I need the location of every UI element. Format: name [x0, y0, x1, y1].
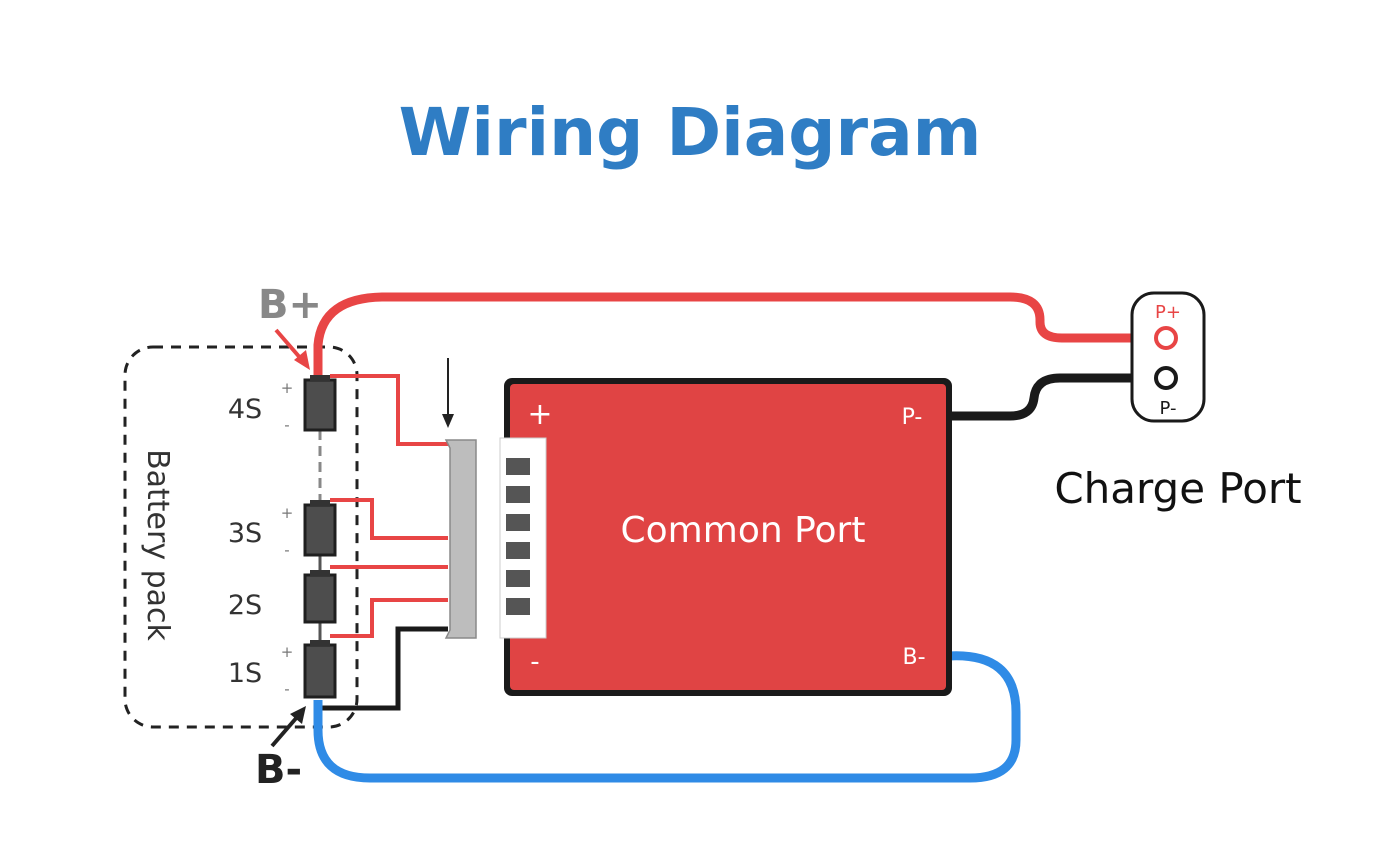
cell-plus-sign: +	[281, 379, 294, 397]
cell-minus-sign: -	[284, 416, 289, 434]
b-minus-return-wire	[313, 651, 1021, 783]
cell-label: 4S	[228, 394, 262, 425]
balance-wire-4s	[330, 374, 448, 446]
cell-minus-sign: -	[284, 680, 289, 698]
page-title: Wiring Diagram	[399, 94, 982, 171]
cell-plus-sign: +	[281, 643, 294, 661]
cell-label: 2S	[228, 590, 262, 621]
balance-connector	[442, 358, 477, 639]
cell-3s: 3S + -	[228, 500, 337, 559]
cell-4s: 4S + -	[228, 375, 337, 434]
cell-label: 1S	[228, 658, 262, 689]
p-minus-wire	[948, 373, 1166, 421]
balance-wire-1s	[330, 598, 448, 638]
cell-label: 3S	[228, 518, 262, 549]
board-plus-sign: +	[527, 397, 552, 432]
charge-port-positive	[1154, 326, 1178, 350]
b-minus-arrow	[270, 706, 306, 748]
cell-plus-sign: +	[281, 504, 294, 522]
board-label: Common Port	[621, 510, 866, 551]
charge-port-negative	[1154, 366, 1178, 390]
charge-port-label: Charge Port	[1054, 464, 1301, 513]
battery-pack-outline	[123, 345, 359, 729]
cell-1s: 1S + -	[228, 640, 337, 699]
b-plus-arrow	[274, 328, 310, 370]
cell-minus-sign: -	[284, 541, 289, 559]
board-minus-sign: -	[530, 647, 539, 677]
protection-board: Common Port + - P- B-	[499, 378, 952, 696]
board-p-minus-label: P-	[902, 405, 923, 430]
b-minus-label: B-	[255, 747, 302, 793]
balance-wire-ground	[320, 626, 448, 711]
balance-wire-3s	[330, 498, 448, 540]
charge-port: P+ P-	[1130, 291, 1206, 423]
positive-main-wire	[313, 292, 1166, 378]
cell-2s: 2S	[228, 570, 337, 624]
battery-pack-label: Battery pack	[140, 449, 175, 641]
b-plus-label: B+	[258, 282, 322, 328]
charge-port-p-plus-label: P+	[1155, 302, 1181, 323]
board-b-minus-label: B-	[902, 645, 925, 670]
charge-port-p-minus-label: P-	[1160, 398, 1177, 419]
